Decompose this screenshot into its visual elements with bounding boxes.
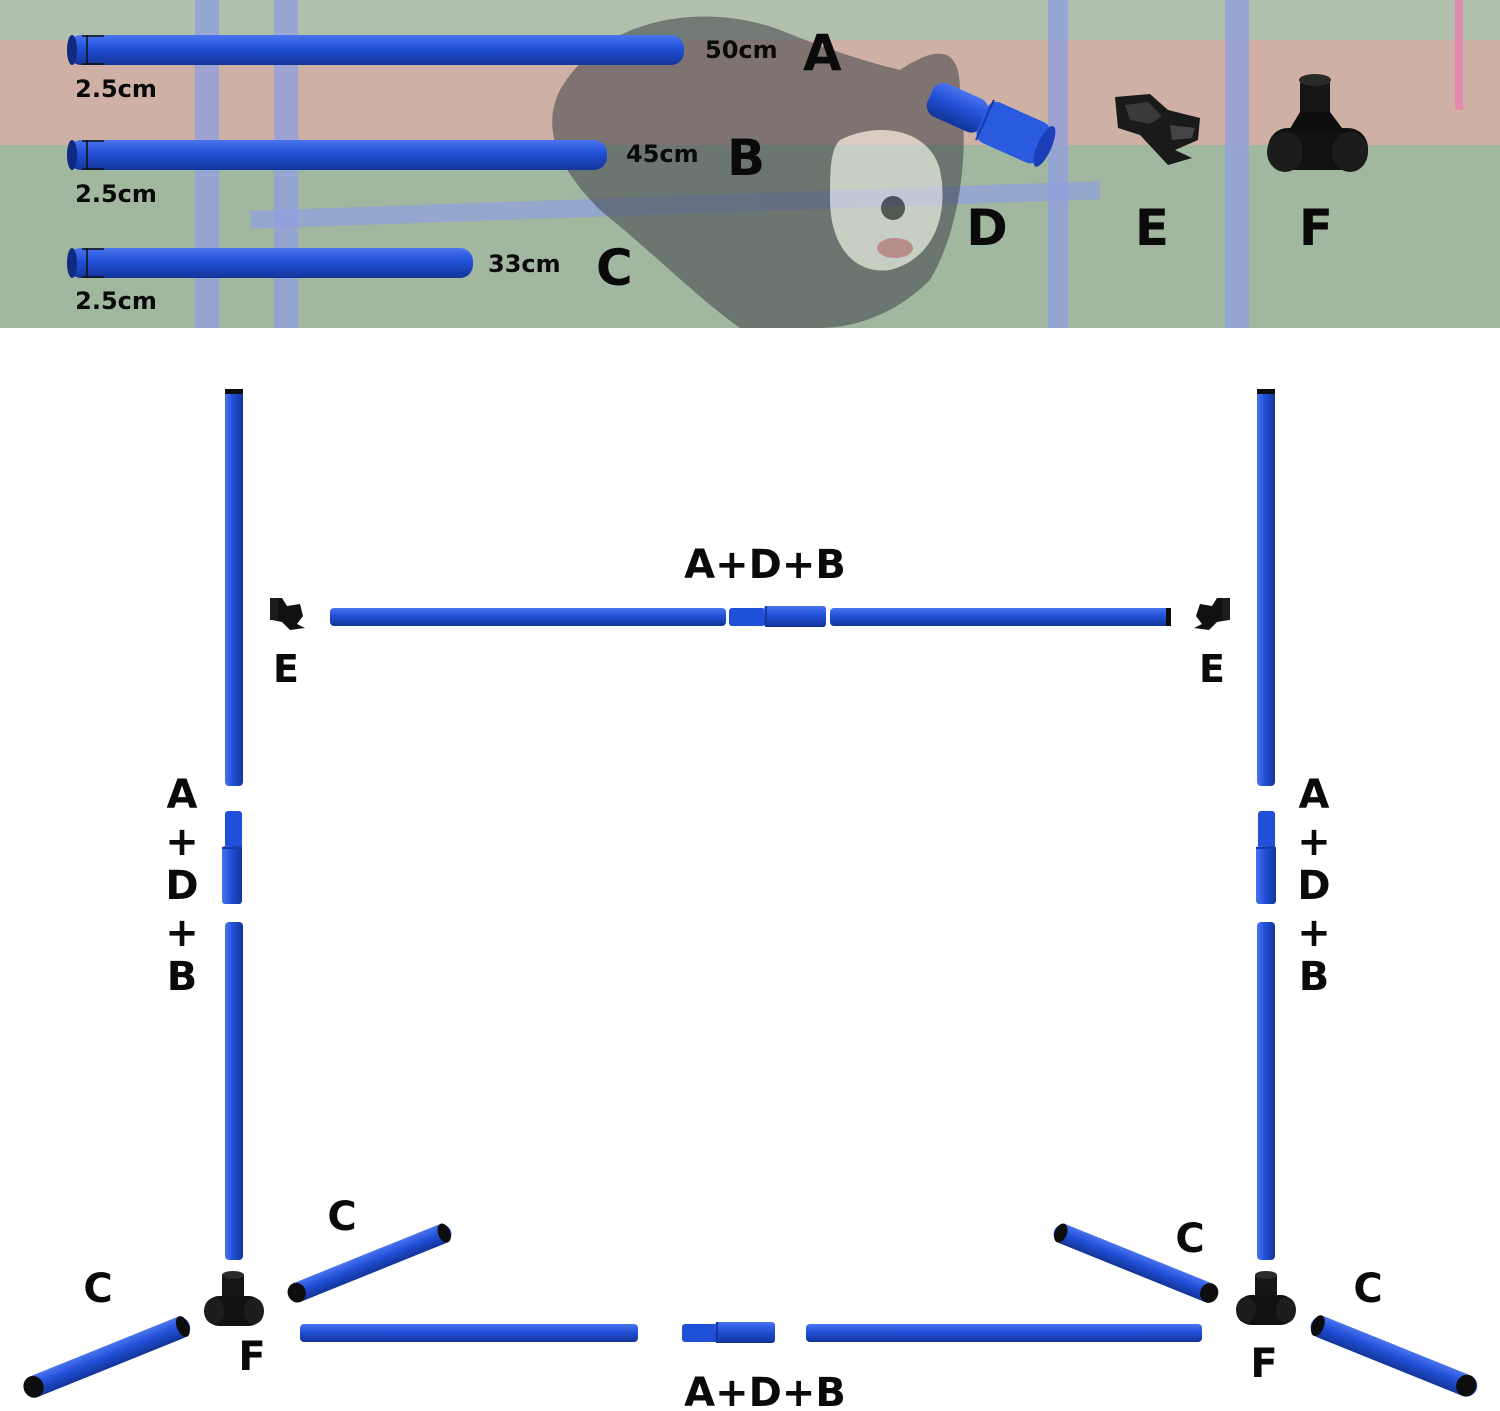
left-stack-5: B [167,954,198,1000]
fitting-f-icon [1267,74,1368,172]
top-crossbar [330,606,1171,627]
bottom-bar-label: A+D+B [684,1370,846,1411]
left-clip-icon [270,598,305,630]
right-base-label: F [1250,1341,1277,1387]
right-post [1256,389,1276,1260]
tube-b-length: 45cm [626,140,699,168]
tube-a-letter: A [803,24,842,82]
left-post [222,389,243,1260]
right-stack-4: + [1297,910,1331,956]
right-front-foot-label: C [1175,1216,1204,1262]
left-post-label: A + D + B [165,772,199,1000]
tube-c-length: 33cm [488,250,561,278]
fitting-f-letter: F [1299,199,1333,257]
right-foot-back [1310,1315,1478,1397]
tube-a-length: 50cm [705,36,778,64]
right-stack-3: D [1297,863,1330,909]
tube-a-sample [67,35,684,65]
clip-e-icon [1115,94,1200,165]
tube-b-diameter: 2.5cm [75,180,157,208]
connector-d-letter: D [966,199,1008,257]
left-stack-4: + [165,910,199,956]
left-foot-back [23,1316,191,1398]
top-bar-label: A+D+B [684,542,846,588]
tube-c-letter: C [596,239,633,297]
right-back-foot-label: C [1353,1266,1382,1312]
right-foot-front [1053,1223,1219,1303]
right-clip-icon [1194,598,1230,630]
left-stack-2: + [165,819,199,865]
left-stack-1: A [167,772,198,818]
dog-photo [552,16,964,328]
left-foot-front [287,1223,452,1303]
tube-b-letter: B [727,129,765,187]
parts-legend: 2.5cm 50cm A 2.5cm 45cm B 2.5cm 33cm C [67,24,1368,315]
right-stack-1: A [1299,772,1330,818]
right-stack-5: B [1299,954,1330,1000]
left-clip-label: E [273,647,299,691]
left-back-foot-label: C [83,1266,112,1312]
left-front-foot-label: C [327,1194,356,1240]
tube-c-sample [67,248,473,278]
hurdle-assembly: A+D+B A+D+B E E A + D + B A + D + B C C … [23,389,1478,1411]
right-clip-label: E [1199,647,1225,691]
tube-c-diameter: 2.5cm [75,287,157,315]
tube-a-diameter: 2.5cm [75,75,157,103]
left-stack-3: D [165,863,198,909]
bottom-crossbar [300,1322,1202,1343]
clip-e-letter: E [1135,199,1169,257]
right-post-label: A + D + B [1297,772,1331,1000]
right-base-fitting-icon [1236,1271,1296,1325]
tube-b-sample [67,140,607,170]
connector-d-icon [926,82,1056,167]
left-base-label: F [238,1334,265,1380]
left-base-fitting-icon [204,1271,264,1326]
right-stack-2: + [1297,819,1331,865]
